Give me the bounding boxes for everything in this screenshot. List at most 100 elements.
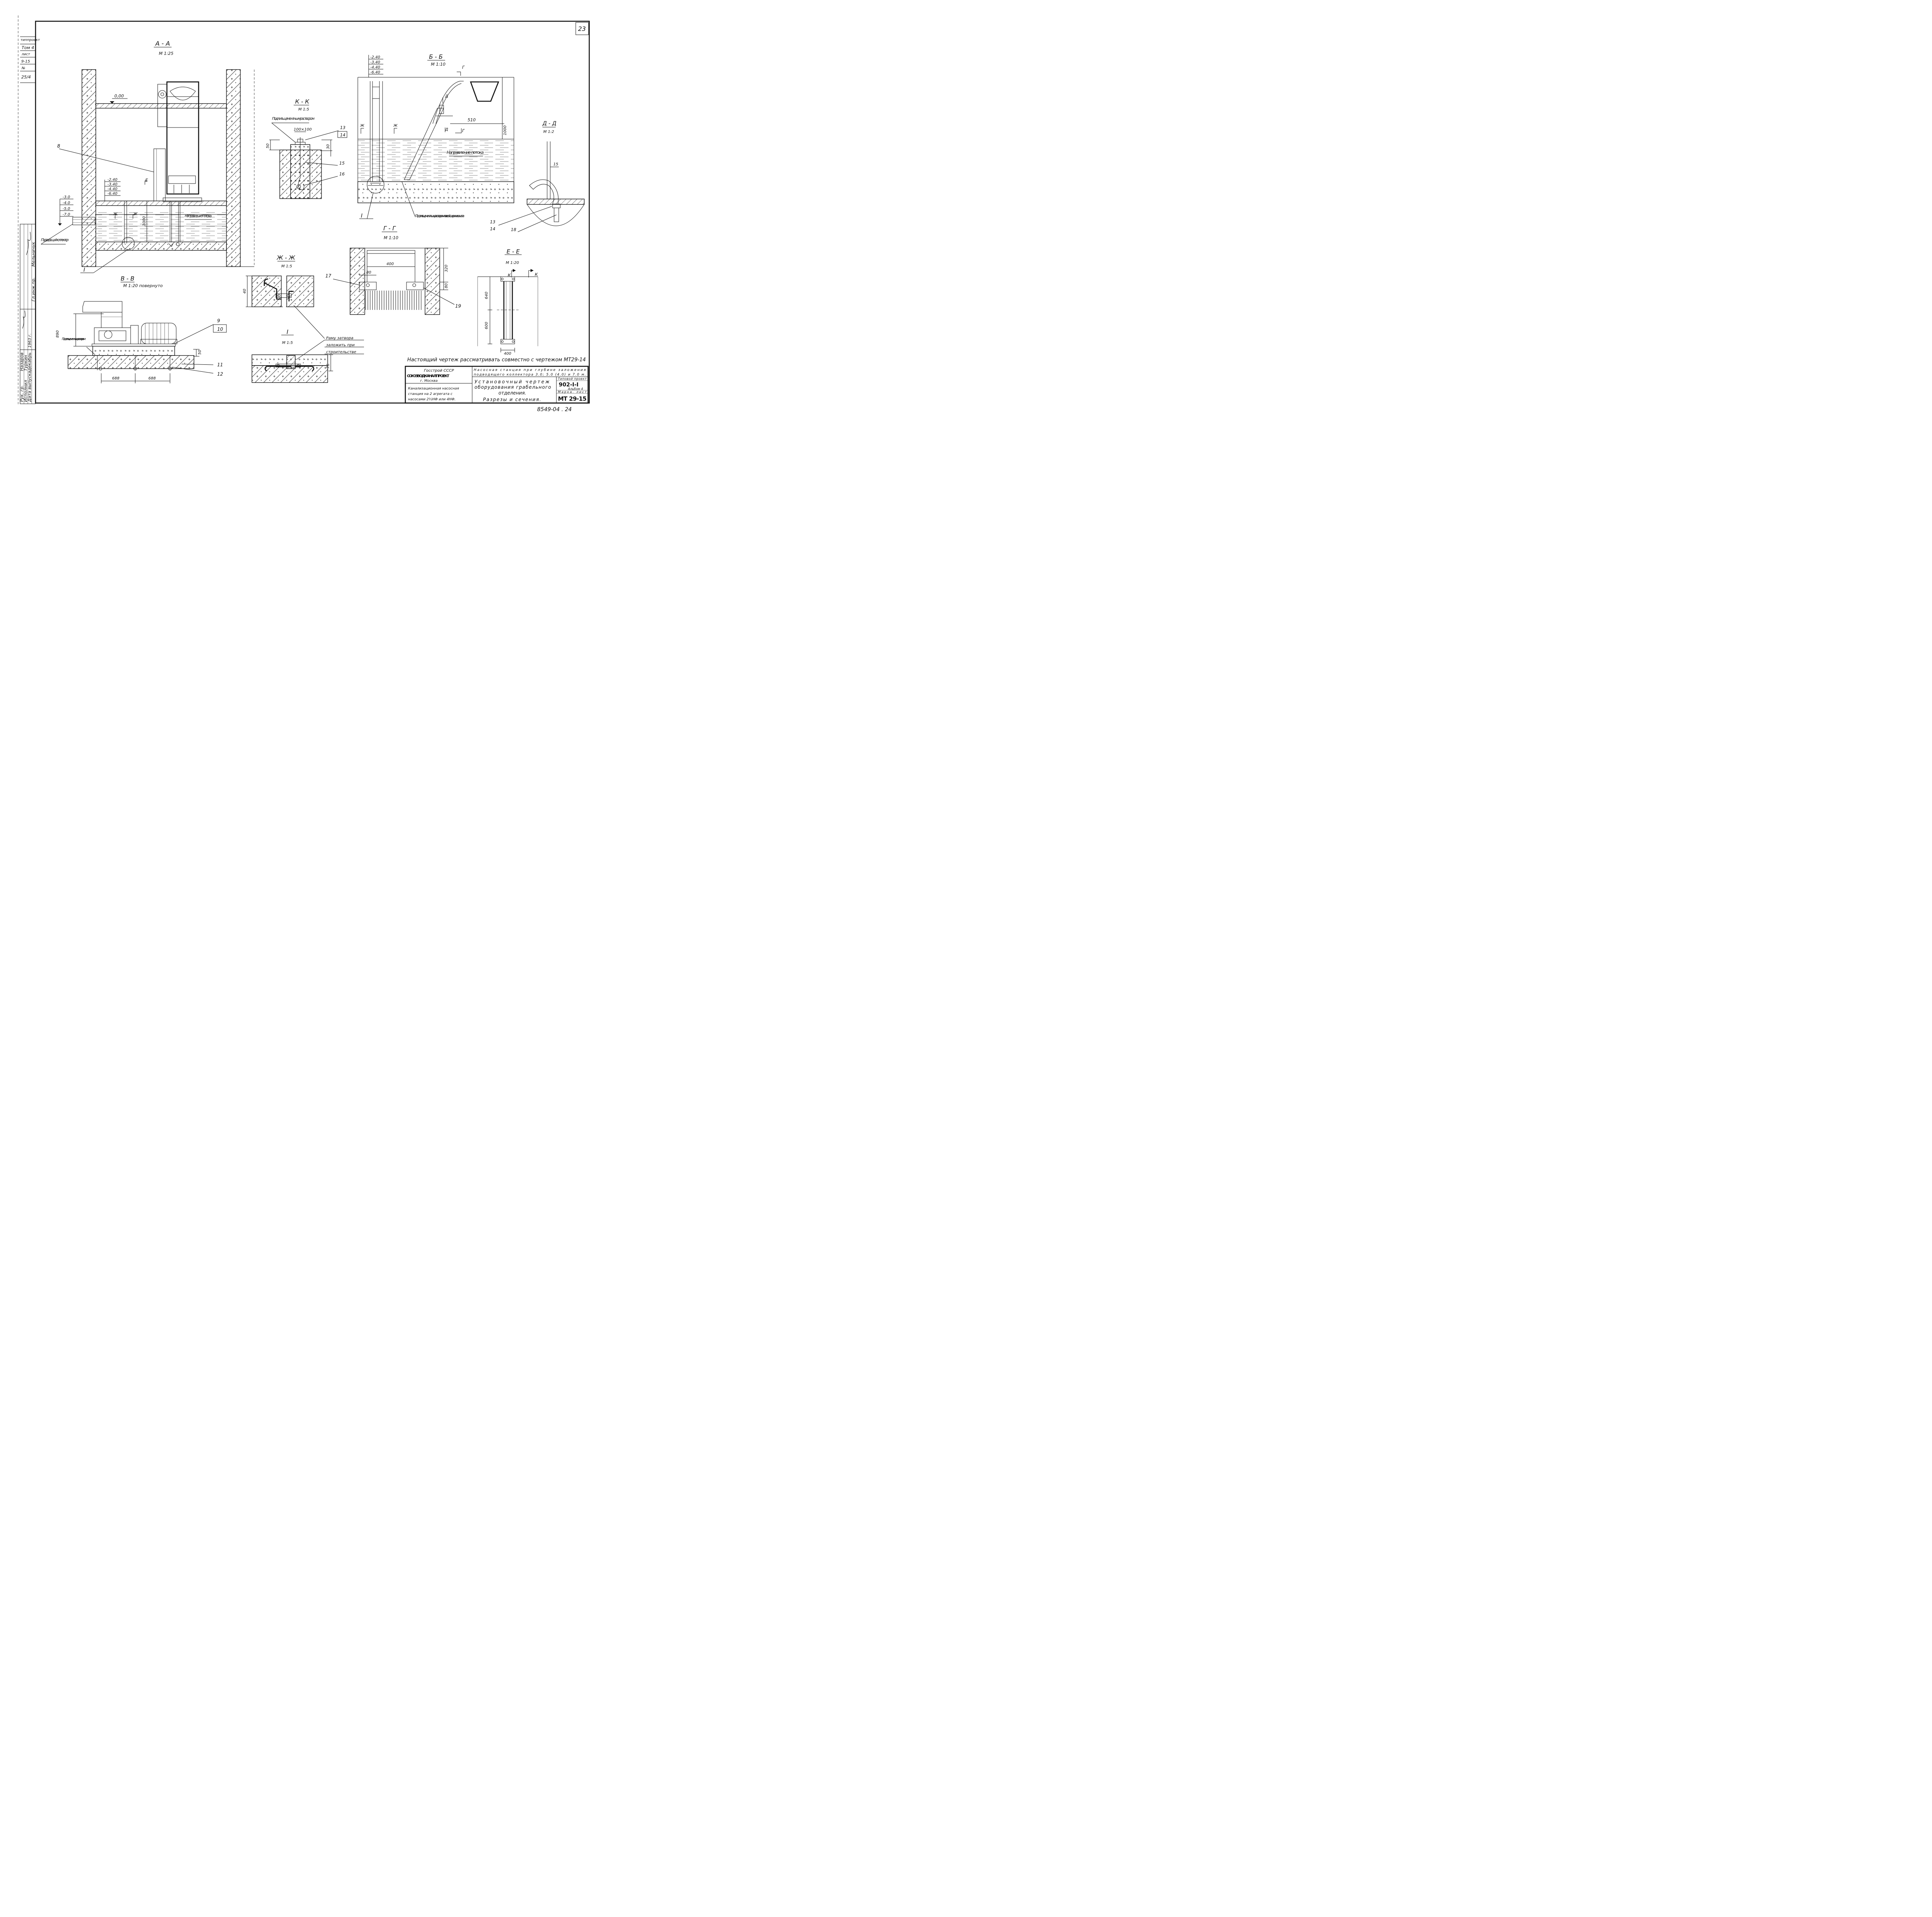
tb-org-line1: Госстрой СССР (424, 369, 454, 373)
section-aa (41, 47, 255, 273)
vv-callout-9: 9 (217, 318, 220, 323)
aa-callout-I: I (83, 267, 85, 273)
section-zhzh-title: Ж - Ж (276, 254, 295, 261)
section-gg-title: Г - Г (383, 225, 396, 232)
grate-bars (365, 291, 422, 310)
section-dd-title: Д - Д (542, 121, 556, 127)
tb-drawing-title-1: Установочный чертеж (474, 379, 549, 384)
bb-mark-zh-2: Ж (393, 124, 398, 128)
kk-callout-13: 13 (340, 125, 345, 130)
bb-level-3: -6.40 (370, 70, 380, 75)
section-ee-title: Е - Е (507, 248, 520, 255)
detail-i-scale: М 1:5 (282, 341, 293, 345)
tb-org-line2: СОЮЗВОДКАНАЛПРОЕКТ (407, 374, 449, 378)
tb-project-desc-3: насосами 2½НФ или 4НФ. (408, 398, 456, 401)
aa-flow-label: Направление потока (185, 214, 212, 218)
tb-org-line3: г. Москва (420, 379, 438, 383)
strip-cell-0: типпроект (20, 38, 40, 42)
aa-level-outer-1: -4.0 (63, 201, 70, 205)
kk-dim-50: 50 (266, 143, 270, 148)
section-bb-title: Б - Б (429, 53, 443, 60)
vv-callout-10: 10 (217, 327, 223, 332)
section-aa-scale: М 1:25 (159, 51, 173, 56)
role-2: Гл.инж.пр. (31, 277, 36, 301)
vv-dim-688b: 688 (148, 376, 156, 381)
kk-callout-15: 15 (339, 161, 345, 166)
strip-cell-4: № (21, 66, 25, 70)
vv-note: Подлить цементным раствором (62, 337, 86, 341)
bb-callout-I: I (361, 213, 362, 219)
aa-level-inner-1: -3.40 (107, 182, 117, 187)
kk-callout-16: 16 (339, 172, 345, 177)
sheet-frame (18, 15, 590, 406)
bb-mark-g-top: Г (462, 65, 465, 70)
sheet-note: Настоящий чертеж рассматривать совместно… (407, 357, 586, 363)
detail-i-dim-76: 76 (326, 364, 330, 369)
tb-typical-label: Типовой проект (558, 377, 587, 381)
kk-dim-30: 30 (326, 144, 330, 149)
tb-project-desc-1: Канализационная насосная (408, 387, 459, 391)
approval-stamp: Рук. гр. Исполнил Гл.инж.пр. Дата выпуск… (19, 231, 36, 402)
tb-drawing-title-3: отделения. (498, 390, 526, 396)
kk-dim-plate: 100×100 (294, 128, 312, 132)
tb-album-label: Альбом 4 (568, 387, 583, 391)
aa-level-inner-2: -4.40 (107, 187, 117, 191)
aa-level-outer-3: -7.0 (63, 213, 70, 217)
section-gg (333, 231, 455, 315)
section-vv (68, 282, 227, 383)
vv-callout-12: 12 (217, 371, 223, 377)
tb-typical-no: 902-I-I (559, 382, 578, 388)
tb-project-desc-2: станция на 2 агрегата с (408, 392, 452, 396)
gg-callout-19: 19 (455, 303, 461, 309)
drawing-sheet: 23 типпроект Том 4 лист 9-15 № 25/4 Рук.… (18, 15, 590, 413)
tb-station-desc-2: подводящего коллектора 3.0; 5.0 (4.0) и … (474, 373, 586, 377)
section-vv-scale: М 1:20 повернуто (123, 283, 163, 288)
section-kk (269, 105, 347, 199)
bb-dim-1000: 1000 (503, 126, 507, 135)
stamp-date: 1963 г. (28, 333, 32, 348)
bb-level-1: -3.40 (370, 60, 380, 65)
bb-dim-510: 510 (468, 117, 476, 122)
gg-dim-400: 400 (386, 262, 394, 266)
name-2: Назаров (19, 352, 24, 371)
dd-callout-18: 18 (511, 227, 516, 232)
ee-dim-600: 600 (485, 322, 489, 329)
section-dd (498, 127, 585, 232)
section-zhzh-scale: М 1:5 (281, 264, 292, 269)
section-kk-scale: М 1:5 (298, 107, 309, 112)
signature-mark-2 (22, 310, 26, 329)
bb-mark-d-top: Д (445, 94, 448, 99)
aa-level-outer-2: -5.0 (63, 207, 70, 211)
tb-station-desc-1: Насосная станция при глубине заложения (474, 368, 586, 372)
section-aa-level-top: 0,00 (114, 94, 124, 99)
aa-mark-zh-2: Ж (133, 212, 138, 216)
strip-cell-5: 25/4 (21, 75, 31, 80)
strip-cell-3: 9-15 (21, 60, 30, 64)
bb-level-2: -4.40 (370, 65, 380, 70)
section-gg-scale: М 1:10 (384, 235, 398, 240)
section-bb (357, 55, 514, 219)
section-ee (477, 254, 538, 352)
bb-mark-zh-1: Ж (360, 124, 365, 128)
name-1: Туркин (23, 355, 28, 371)
bb-flow-label: Направление потока (447, 150, 484, 155)
title-block (405, 366, 589, 404)
aa-level-inner-3: -6.40 (107, 192, 117, 196)
dd-callout-14: 14 (490, 226, 495, 231)
role-1: Исполнил (23, 380, 28, 402)
aa-dim-1000: 1000 (142, 216, 146, 226)
vv-dim-50: 50 (198, 350, 202, 355)
section-zhzh (246, 261, 325, 339)
dd-dim-15: 15 (553, 162, 558, 167)
aa-level-outer-0: -3.0 (63, 195, 70, 199)
sheet-number: 23 (578, 25, 586, 32)
strip-cell-2: лист (21, 53, 31, 56)
detail-i-note-3: строительстве (326, 350, 356, 354)
section-vv-title: В - В (121, 275, 134, 282)
aa-inlet-label: Подводящий коллектор (41, 238, 69, 242)
bb-level-0: -2.40 (370, 55, 380, 60)
detail-i (252, 335, 364, 383)
vv-dim-890: 890 (56, 330, 60, 338)
aa-mark-zh-1: Ж (113, 212, 118, 216)
tb-sheet-label: Марка. лист (558, 390, 587, 394)
